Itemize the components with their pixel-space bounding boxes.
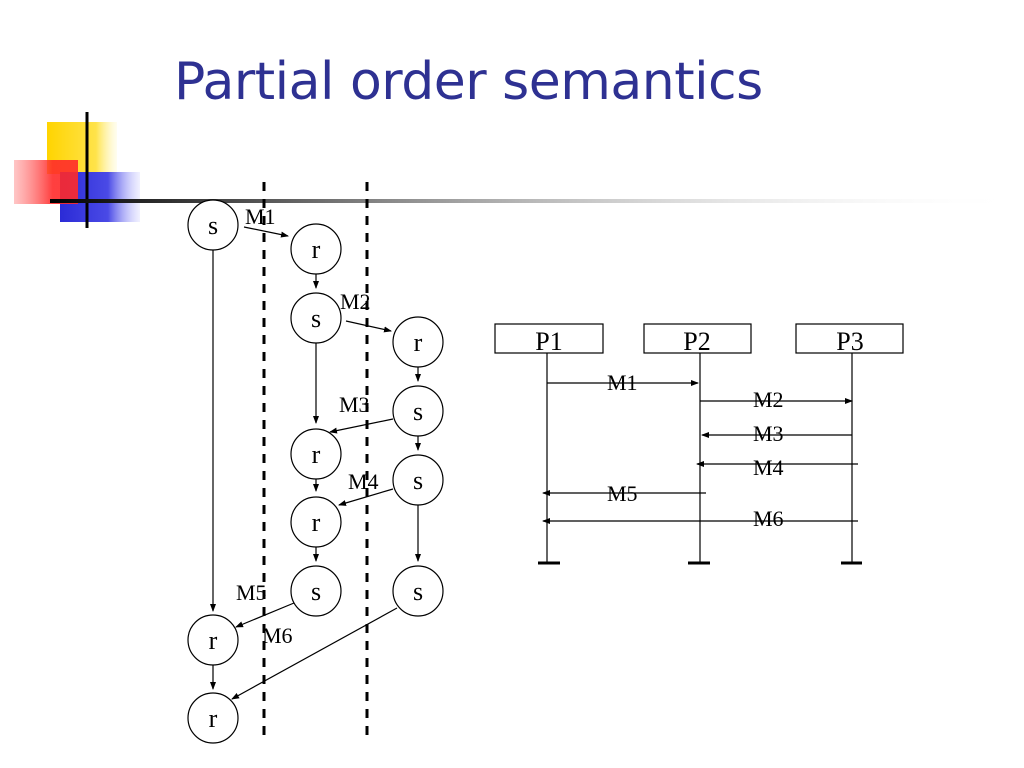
node-r: r [290,223,342,275]
message-label-m2: M2 [340,289,371,314]
svg-text:s: s [311,577,321,606]
process-box-p1: P1 [494,323,604,356]
node-r: r [187,692,239,744]
seq-label-m6: M6 [753,506,784,531]
partial-order-diagram: s r s r s [187,182,444,744]
seq-label-m1: M1 [607,370,638,395]
svg-text:r: r [209,704,218,733]
title-rule [50,199,1024,203]
seq-label-m5: M5 [607,481,638,506]
process-box-p3: P3 [795,323,904,356]
svg-text:P1: P1 [535,327,562,356]
message-label-m6: M6 [262,623,293,648]
message-edge-m3 [329,418,394,434]
message-label-m4: M4 [348,469,379,494]
message-edge-m4 [338,488,394,506]
message-edge-m2 [345,320,392,333]
node-s: s [392,385,444,437]
svg-text:r: r [209,626,218,655]
message-edge-m5 [235,602,295,628]
svg-text:s: s [208,211,218,240]
node-s: s [392,565,444,617]
message-label-m1: M1 [245,204,276,229]
svg-text:s: s [311,304,321,333]
message-label-m5: M5 [236,580,267,605]
process-box-p2: P2 [643,323,752,356]
node-r: r [290,428,342,480]
svg-text:s: s [413,397,423,426]
seq-label-m3: M3 [753,421,784,446]
seq-label-m4: M4 [753,455,784,480]
node-r: r [290,496,342,548]
node-r: r [187,614,239,666]
deco-red-square [14,160,78,204]
corner-decoration [14,112,140,228]
svg-text:r: r [312,235,321,264]
svg-text:r: r [312,508,321,537]
message-edge-m1 [243,226,289,238]
message-label-m3: M3 [339,392,370,417]
seq-label-m2: M2 [753,387,784,412]
node-s: s [392,454,444,506]
node-s: s [290,565,342,617]
node-r: r [392,316,444,368]
svg-text:s: s [413,466,423,495]
svg-text:P2: P2 [683,327,710,356]
sequence-diagram: P1 P2 P3 [494,323,904,565]
node-s: s [290,292,342,344]
message-edge-m6 [231,607,398,700]
slide-title: Partial order semantics [174,52,763,112]
node-s: s [187,199,239,251]
svg-text:s: s [413,577,423,606]
svg-text:r: r [414,328,423,357]
svg-text:P3: P3 [836,327,863,356]
svg-text:r: r [312,440,321,469]
